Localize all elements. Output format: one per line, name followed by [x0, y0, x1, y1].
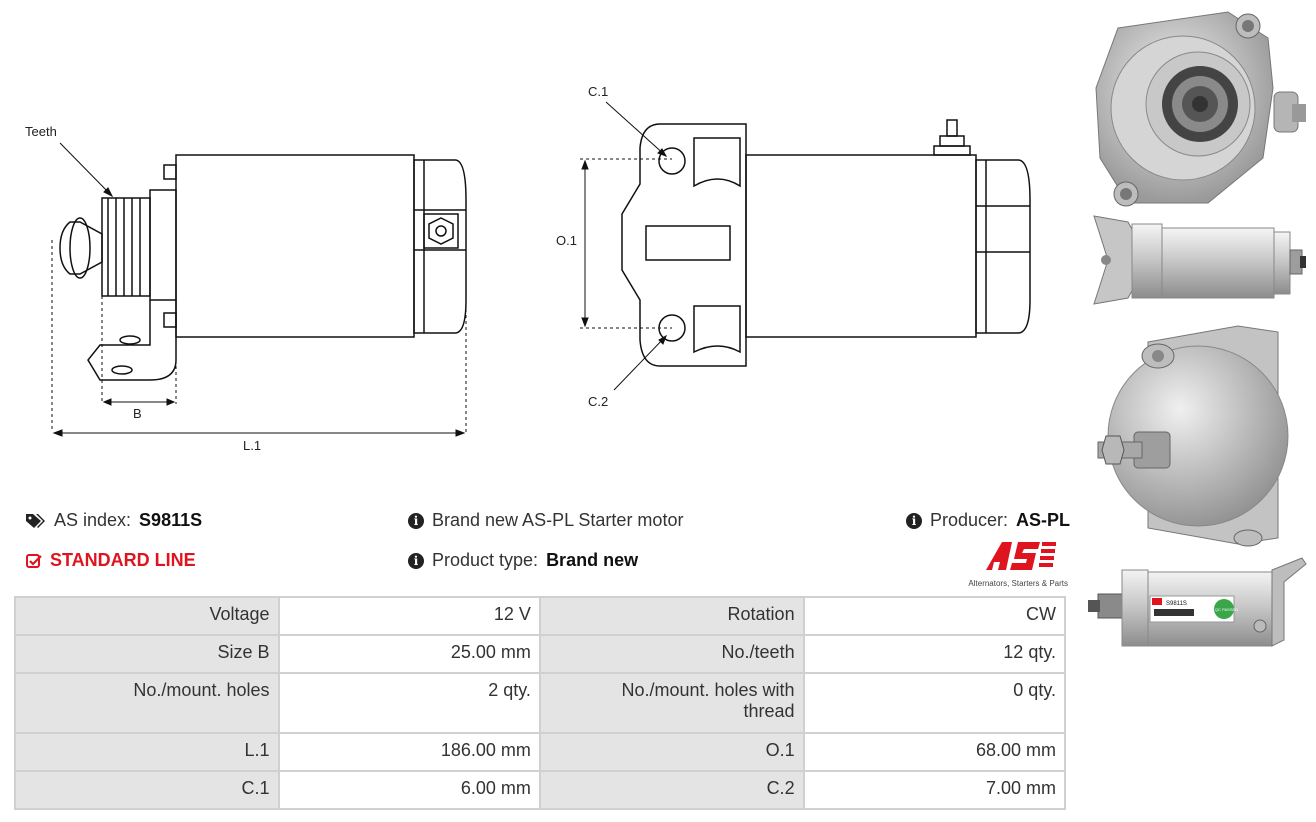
logo-tagline: Alternators, Starters & Parts [968, 579, 1068, 588]
technical-drawing: Teeth B L.1 C.1 O.1 C.2 [25, 84, 1031, 453]
producer-label: Producer: [930, 510, 1009, 530]
info-icon: i [906, 512, 922, 529]
photo-qc-badge: QC PASSED [1215, 607, 1238, 612]
as-pl-logo: Alternators, Starters & Parts [960, 538, 1068, 588]
spec-value: 7.00 mm [804, 772, 1064, 808]
spec-label: L.1 [16, 734, 278, 770]
label-o1: O.1 [556, 233, 577, 248]
spec-value: 6.00 mm [279, 772, 539, 808]
label-b: B [133, 406, 142, 421]
as-index-label: AS index: [54, 510, 132, 530]
spec-value: 12 V [279, 598, 539, 634]
label-c2: C.2 [588, 394, 608, 409]
tags-icon [26, 513, 46, 529]
label-teeth: Teeth [25, 124, 57, 139]
spec-label: C.2 [540, 772, 803, 808]
table-row: Voltage 12 V Rotation CW [16, 598, 1064, 634]
motor-body-front [745, 154, 977, 338]
mount-flange [621, 123, 747, 367]
spec-value: 186.00 mm [279, 734, 539, 770]
label-c1: C.1 [588, 84, 608, 99]
info-icon: i [408, 512, 424, 529]
spec-label: No./teeth [540, 636, 803, 672]
shaft [59, 221, 103, 275]
spec-value: 0 qty. [804, 674, 1064, 732]
spec-label: O.1 [540, 734, 803, 770]
producer-value: AS-PL [1016, 510, 1071, 530]
spec-value: 25.00 mm [279, 636, 539, 672]
spec-value: 68.00 mm [804, 734, 1064, 770]
table-row: C.1 6.00 mm C.2 7.00 mm [16, 772, 1064, 808]
product-type-value: Brand new [546, 550, 639, 570]
product-photo-label[interactable]: S9811S QC PASSED [1088, 556, 1310, 656]
product-photo-front[interactable] [1088, 8, 1310, 208]
product-type: i Product type: Brand new [408, 550, 638, 571]
spec-label: No./mount. holes with thread [540, 674, 803, 732]
label-l1: L.1 [243, 438, 261, 453]
standard-line: STANDARD LINE [26, 550, 196, 571]
table-row: Size B 25.00 mm No./teeth 12 qty. [16, 636, 1064, 672]
as-index-value: S9811S [139, 510, 203, 530]
photo-part-number: S9811S [1166, 601, 1187, 607]
gear [101, 197, 151, 297]
motor-body [175, 154, 415, 338]
product-photo-side[interactable] [1088, 210, 1310, 310]
info-icon: i [408, 552, 424, 569]
checkbox-icon [26, 553, 42, 569]
spec-value: 12 qty. [804, 636, 1064, 672]
product-photo-rear[interactable] [1088, 322, 1310, 548]
spec-label: Rotation [540, 598, 803, 634]
as-index: AS index: S9811S [26, 510, 202, 531]
product-type-label: Product type: [432, 550, 539, 570]
spec-label: Voltage [16, 598, 278, 634]
table-row: L.1 186.00 mm O.1 68.00 mm [16, 734, 1064, 770]
spec-label: No./mount. holes [16, 674, 278, 732]
spec-label: Size B [16, 636, 278, 672]
spec-label: C.1 [16, 772, 278, 808]
table-row: No./mount. holes 2 qty. No./mount. holes… [16, 674, 1064, 732]
spec-value: 2 qty. [279, 674, 539, 732]
producer: i Producer: AS-PL [906, 510, 1070, 531]
spec-table: Voltage 12 V Rotation CW Size B 25.00 mm… [14, 596, 1066, 810]
description-text: Brand new AS-PL Starter motor [432, 510, 684, 530]
standard-line-text: STANDARD LINE [50, 550, 196, 570]
hex-bolt [423, 213, 459, 249]
spec-value: CW [804, 598, 1064, 634]
description: i Brand new AS-PL Starter motor [408, 510, 683, 531]
